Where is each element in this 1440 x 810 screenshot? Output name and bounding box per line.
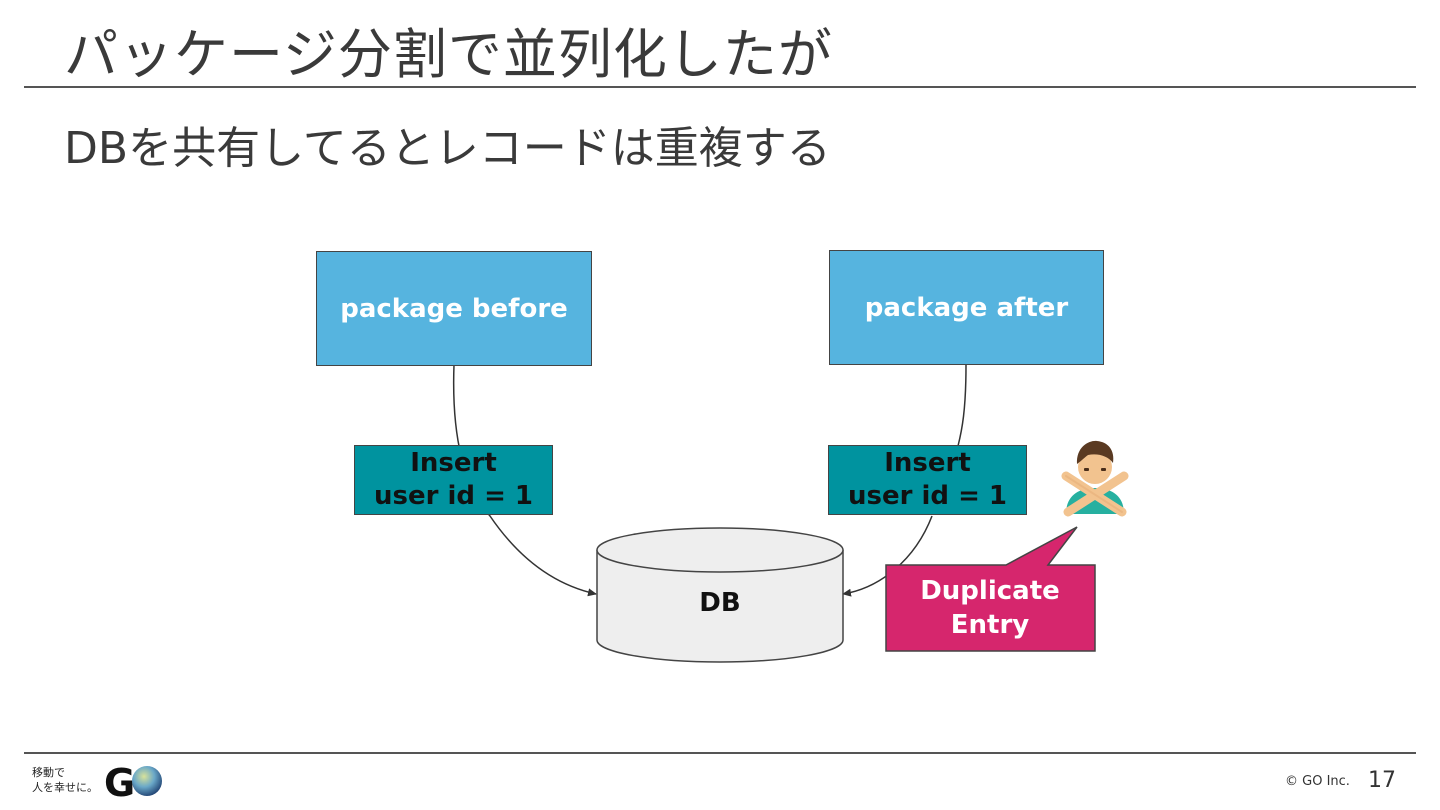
person-gesturing-no-icon	[1061, 440, 1129, 517]
duplicate-entry-bubble	[885, 526, 1096, 652]
slide-subtitle: DBを共有してるとレコードは重複する	[64, 123, 831, 174]
insert-right-line1: Insert	[884, 448, 971, 478]
db-cylinder	[596, 527, 844, 663]
footer-tagline-line2: 人を幸せに。	[32, 781, 98, 794]
package-before-label: package before	[340, 293, 568, 324]
page-number: 17	[1368, 768, 1396, 793]
insert-right-line2: user id = 1	[848, 481, 1007, 511]
svg-text:G: G	[104, 761, 135, 805]
footer-divider	[24, 752, 1416, 754]
footer-copyright: © GO Inc.	[1285, 774, 1350, 789]
footer-tagline: 移動で 人を幸せに。	[32, 765, 98, 795]
package-before-box: package before	[316, 251, 592, 366]
connector-before-to-db	[452, 364, 597, 597]
package-after-box: package after	[829, 250, 1104, 365]
insert-left-line2: user id = 1	[374, 481, 533, 511]
insert-left-box: Insert user id = 1	[354, 445, 553, 515]
title-divider	[24, 86, 1416, 88]
duplicate-entry-text: Duplicate Entry	[886, 574, 1094, 642]
insert-right-box: Insert user id = 1	[828, 445, 1027, 515]
duplicate-entry-line2: Entry	[950, 610, 1030, 640]
go-logo-icon: G	[104, 761, 162, 805]
package-after-label: package after	[864, 292, 1069, 323]
db-label: DB	[699, 588, 741, 618]
duplicate-entry-line1: Duplicate	[920, 576, 1060, 606]
insert-left-line1: Insert	[410, 448, 497, 478]
slide-title: パッケージ分割で並列化したが	[64, 23, 833, 86]
footer-tagline-line1: 移動で	[32, 766, 65, 779]
